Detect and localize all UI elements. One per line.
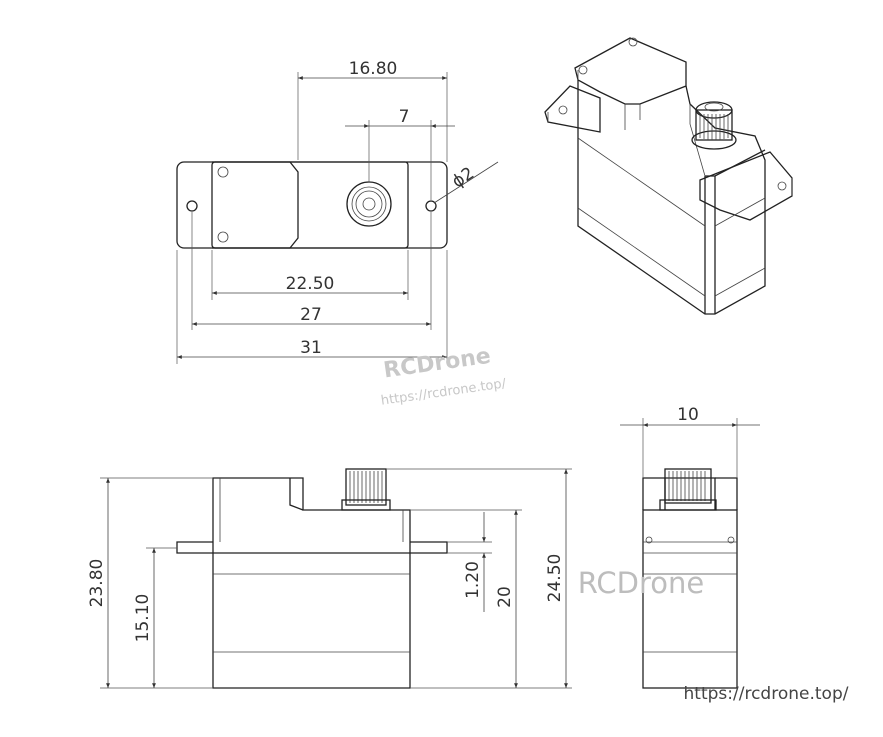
iso-body bbox=[577, 80, 766, 315]
side-view: 10 bbox=[620, 405, 760, 689]
dim-22-50: 22.50 bbox=[286, 274, 335, 294]
dim-16-80: 16.80 bbox=[349, 59, 398, 79]
front-view: 23.80 15.10 1.20 20 24.50 bbox=[87, 468, 572, 689]
dim-phi-2: ϕ2 bbox=[449, 163, 478, 192]
dim-31: 31 bbox=[300, 338, 322, 358]
isometric-view bbox=[544, 37, 793, 315]
cover-screw-top bbox=[217, 166, 229, 178]
front-flange bbox=[176, 541, 448, 554]
mounting-hole-right bbox=[425, 200, 437, 212]
dim-23-80: 23.80 bbox=[87, 559, 107, 608]
cover-screw-bottom bbox=[217, 231, 229, 243]
dim-15-10: 15.10 bbox=[133, 594, 153, 643]
watermark-brand-small: RCDrone bbox=[382, 344, 492, 384]
iso-screw-1 bbox=[578, 65, 588, 75]
watermark-brand-large: RCDrone bbox=[578, 566, 705, 600]
dim-1-20: 1.20 bbox=[463, 561, 483, 599]
iso-flange bbox=[544, 85, 793, 221]
top-view: 16.80 7 ϕ2 22.50 27 31 bbox=[176, 59, 499, 364]
dim-10: 10 bbox=[677, 405, 699, 425]
watermarks: RCDrone https://rcdrone.top/ RCDrone htt… bbox=[380, 344, 849, 704]
dim-24-50: 24.50 bbox=[545, 554, 565, 603]
dim-20: 20 bbox=[495, 586, 515, 608]
output-spline-top bbox=[346, 181, 392, 227]
iso-screw-2 bbox=[628, 37, 638, 47]
servo-body-outline bbox=[211, 161, 409, 249]
side-output-spline bbox=[659, 468, 717, 511]
front-output-spline bbox=[341, 468, 391, 511]
mounting-flange-outline bbox=[176, 161, 448, 249]
watermark-url-bottom: https://rcdrone.top/ bbox=[684, 684, 849, 704]
iso-flange-hole-left bbox=[558, 105, 568, 115]
dim-7: 7 bbox=[399, 107, 410, 127]
iso-flange-hole-right bbox=[777, 181, 787, 191]
iso-output-spline bbox=[691, 101, 737, 150]
mounting-hole-left bbox=[186, 200, 198, 212]
gearbox-cover-outline bbox=[212, 161, 299, 249]
dim-27: 27 bbox=[300, 305, 322, 325]
